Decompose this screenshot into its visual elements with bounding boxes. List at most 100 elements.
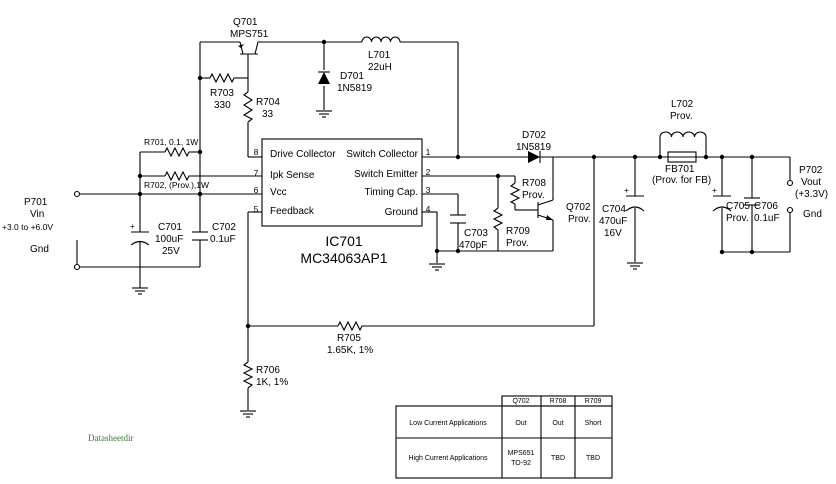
table-header-r709: R709	[585, 398, 602, 405]
output-wiring	[593, 137, 791, 326]
p702-ref: P702	[799, 165, 823, 176]
d702-value: 1N5819	[516, 142, 551, 153]
ground-symbol	[428, 263, 446, 271]
mid-wiring	[422, 156, 790, 263]
ic-pin-num-1: 1	[426, 147, 431, 157]
r706-resistor	[242, 361, 254, 389]
r701-resistor	[164, 146, 191, 158]
p701-name: Vin	[30, 209, 44, 220]
d701-diode	[318, 71, 330, 84]
r706-value: 1K, 1%	[256, 377, 288, 388]
d702-diode	[528, 151, 541, 163]
c701-voltage: 25V	[162, 246, 180, 257]
c702-capacitor	[192, 231, 208, 241]
table-cell: TBD	[586, 455, 600, 462]
fb701-value: (Prov. for FB)	[652, 175, 711, 186]
table-row-label-high: High Current Applications	[409, 455, 488, 462]
p701-range: +3.0 to +6.0V	[2, 222, 53, 232]
ic-pin-label-1: Switch Collector	[346, 149, 418, 160]
top-wiring	[199, 41, 459, 200]
q701-ref: Q701	[233, 17, 258, 28]
svg-text:+: +	[624, 185, 629, 195]
p702-value: (+3.3V)	[795, 189, 828, 200]
table-header-q702: Q702	[512, 398, 529, 405]
r702-label: R702, (Prov.),1W	[144, 180, 209, 190]
table-cell: TO-92	[511, 460, 531, 467]
ic701-body	[261, 138, 423, 227]
config-table	[395, 395, 613, 479]
c703-capacitor	[450, 214, 466, 224]
r703-resistor	[209, 72, 236, 84]
c701-ref: C701	[158, 222, 182, 233]
l702-value: Prov.	[670, 111, 693, 122]
r705-resistor	[337, 320, 364, 332]
ic-pin-label-4: Ground	[385, 207, 418, 218]
r709-resistor	[492, 207, 504, 231]
l701-value: 22uH	[368, 62, 392, 73]
r704-ref: R704	[256, 97, 280, 108]
c702-value: 0.1uF	[210, 234, 236, 245]
c701-value: 100uF	[155, 234, 183, 245]
p701-vin-terminal	[73, 190, 81, 198]
fb701-bead	[667, 151, 697, 163]
c706-value: 0.1uF	[754, 213, 780, 224]
ic-pin-num-3: 3	[426, 185, 431, 195]
ic-pin-label-7: Ipk Sense	[270, 170, 315, 181]
r703-value: 330	[214, 100, 231, 111]
q702-transistor	[524, 199, 554, 221]
ic-pin-num-4: 4	[426, 204, 431, 214]
p702-name: Vout	[801, 177, 821, 188]
r705-ref: R705	[337, 333, 361, 344]
p702-gnd: Gnd	[803, 209, 822, 220]
p702-gnd-terminal	[786, 206, 794, 214]
l702-inductor	[659, 131, 707, 138]
c705-ref: C705	[726, 201, 750, 212]
q701-value: MPS751	[230, 29, 269, 40]
ic-pin-label-2: Switch Emitter	[354, 169, 419, 180]
ic701-ref: IC701	[325, 233, 363, 249]
q701-transistor	[238, 41, 259, 78]
c702-ref: C702	[212, 222, 236, 233]
ic-pin-label-6: Vcc	[270, 187, 287, 198]
feedback-wiring	[247, 211, 594, 410]
p701-ref: P701	[24, 197, 48, 208]
r701-label: R701, 0.1, 1W	[144, 137, 198, 147]
r708-ref: R708	[522, 178, 546, 189]
c705-capacitor: +	[712, 185, 732, 212]
c705-value: Prov.	[726, 213, 749, 224]
junction-dots	[137, 39, 755, 329]
r706-ref: R706	[256, 365, 280, 376]
r704-value: 33	[262, 109, 274, 120]
svg-text:+: +	[130, 221, 135, 231]
r705-value: 1.65K, 1%	[327, 345, 373, 356]
c704-value: 470uF	[599, 216, 627, 227]
fb701-ref: FB701	[665, 164, 695, 175]
r708-resistor	[509, 182, 521, 205]
r702-resistor	[164, 170, 191, 182]
table-cell: Out	[552, 420, 563, 427]
c706-capacitor	[744, 197, 760, 206]
d702-ref: D702	[522, 130, 546, 141]
ic-pin-num-7: 7	[254, 168, 259, 178]
table-cell: MPS651	[508, 450, 535, 457]
d701-ref: D701	[340, 71, 364, 82]
c704-ref: C704	[602, 204, 626, 215]
table-cell: TBD	[551, 455, 565, 462]
q702-value: Prov.	[568, 214, 591, 225]
p701-gnd-terminal	[73, 263, 81, 271]
l701-ref: L701	[368, 50, 391, 61]
l701-inductor	[361, 36, 401, 43]
left-wiring	[80, 151, 262, 288]
ground-symbol	[239, 410, 257, 418]
c703-value: 470pF	[459, 240, 487, 251]
p702-vout-terminal	[786, 179, 794, 187]
ic-pin-num-8: 8	[254, 147, 259, 157]
ground-symbol	[626, 262, 644, 270]
c704-voltage: 16V	[604, 228, 622, 239]
c701-capacitor: +	[130, 221, 150, 246]
watermark: Datasheetdir	[88, 433, 133, 443]
ic-pin-label-3: Timing Cap.	[364, 187, 418, 198]
ic-pin-label-8: Drive Collector	[270, 149, 336, 160]
ic-pin-num-5: 5	[254, 204, 259, 214]
